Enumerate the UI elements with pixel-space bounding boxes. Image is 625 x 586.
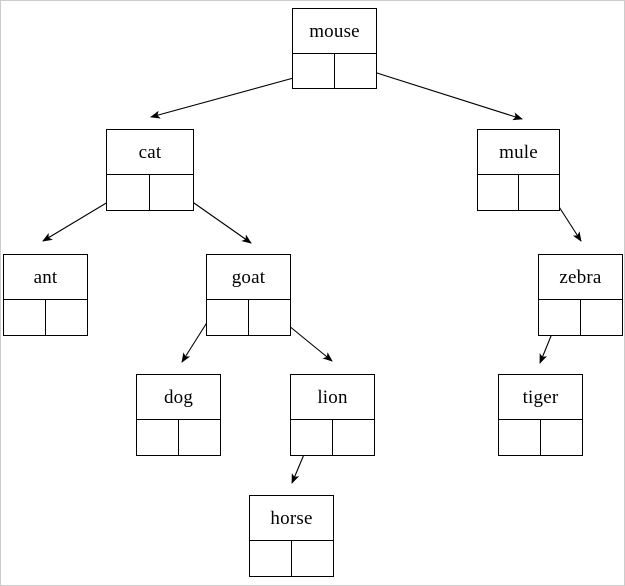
tree-node-horse[interactable]: horse	[249, 495, 334, 577]
node-pointers-mule	[478, 175, 559, 210]
tree-node-goat[interactable]: goat	[206, 254, 291, 336]
node-left-pointer-mule[interactable]	[478, 175, 519, 210]
tree-node-dog[interactable]: dog	[136, 374, 221, 456]
node-label-mouse: mouse	[293, 9, 376, 54]
node-label-cat: cat	[107, 130, 193, 175]
node-right-pointer-cat[interactable]	[150, 175, 193, 210]
node-right-pointer-horse[interactable]	[292, 541, 334, 576]
node-right-pointer-mule[interactable]	[519, 175, 560, 210]
node-pointers-dog	[137, 420, 220, 455]
node-pointers-ant	[4, 300, 87, 335]
node-pointers-goat	[207, 300, 290, 335]
node-label-goat: goat	[207, 255, 290, 300]
node-left-pointer-goat[interactable]	[207, 300, 249, 335]
node-right-pointer-dog[interactable]	[179, 420, 221, 455]
node-pointers-mouse	[293, 54, 376, 88]
node-pointers-horse	[250, 541, 333, 576]
node-label-zebra: zebra	[539, 255, 622, 300]
node-right-pointer-goat[interactable]	[249, 300, 291, 335]
node-label-tiger: tiger	[499, 375, 582, 420]
tree-node-lion[interactable]: lion	[290, 374, 375, 456]
node-pointers-tiger	[499, 420, 582, 455]
node-pointers-cat	[107, 175, 193, 210]
node-pointers-zebra	[539, 300, 622, 335]
edge-mouse-to-mule	[357, 66, 523, 121]
node-right-pointer-ant[interactable]	[46, 300, 88, 335]
node-left-pointer-mouse[interactable]	[293, 54, 335, 88]
tree-node-ant[interactable]: ant	[3, 254, 88, 336]
tree-node-mouse[interactable]: mouse	[292, 8, 377, 89]
node-left-pointer-zebra[interactable]	[539, 300, 581, 335]
node-left-pointer-horse[interactable]	[250, 541, 292, 576]
node-left-pointer-dog[interactable]	[137, 420, 179, 455]
node-label-lion: lion	[291, 375, 374, 420]
node-right-pointer-lion[interactable]	[333, 420, 375, 455]
tree-node-mule[interactable]: mule	[477, 129, 560, 211]
node-label-ant: ant	[4, 255, 87, 300]
node-pointers-lion	[291, 420, 374, 455]
node-left-pointer-lion[interactable]	[291, 420, 333, 455]
node-label-mule: mule	[478, 130, 559, 175]
node-label-dog: dog	[137, 375, 220, 420]
node-left-pointer-ant[interactable]	[4, 300, 46, 335]
tree-node-tiger[interactable]: tiger	[498, 374, 583, 456]
node-left-pointer-tiger[interactable]	[499, 420, 541, 455]
node-label-horse: horse	[250, 496, 333, 541]
tree-node-zebra[interactable]: zebra	[538, 254, 623, 336]
node-right-pointer-mouse[interactable]	[335, 54, 377, 88]
tree-node-cat[interactable]: cat	[106, 129, 194, 211]
node-left-pointer-cat[interactable]	[107, 175, 150, 210]
node-right-pointer-tiger[interactable]	[541, 420, 583, 455]
node-right-pointer-zebra[interactable]	[581, 300, 623, 335]
